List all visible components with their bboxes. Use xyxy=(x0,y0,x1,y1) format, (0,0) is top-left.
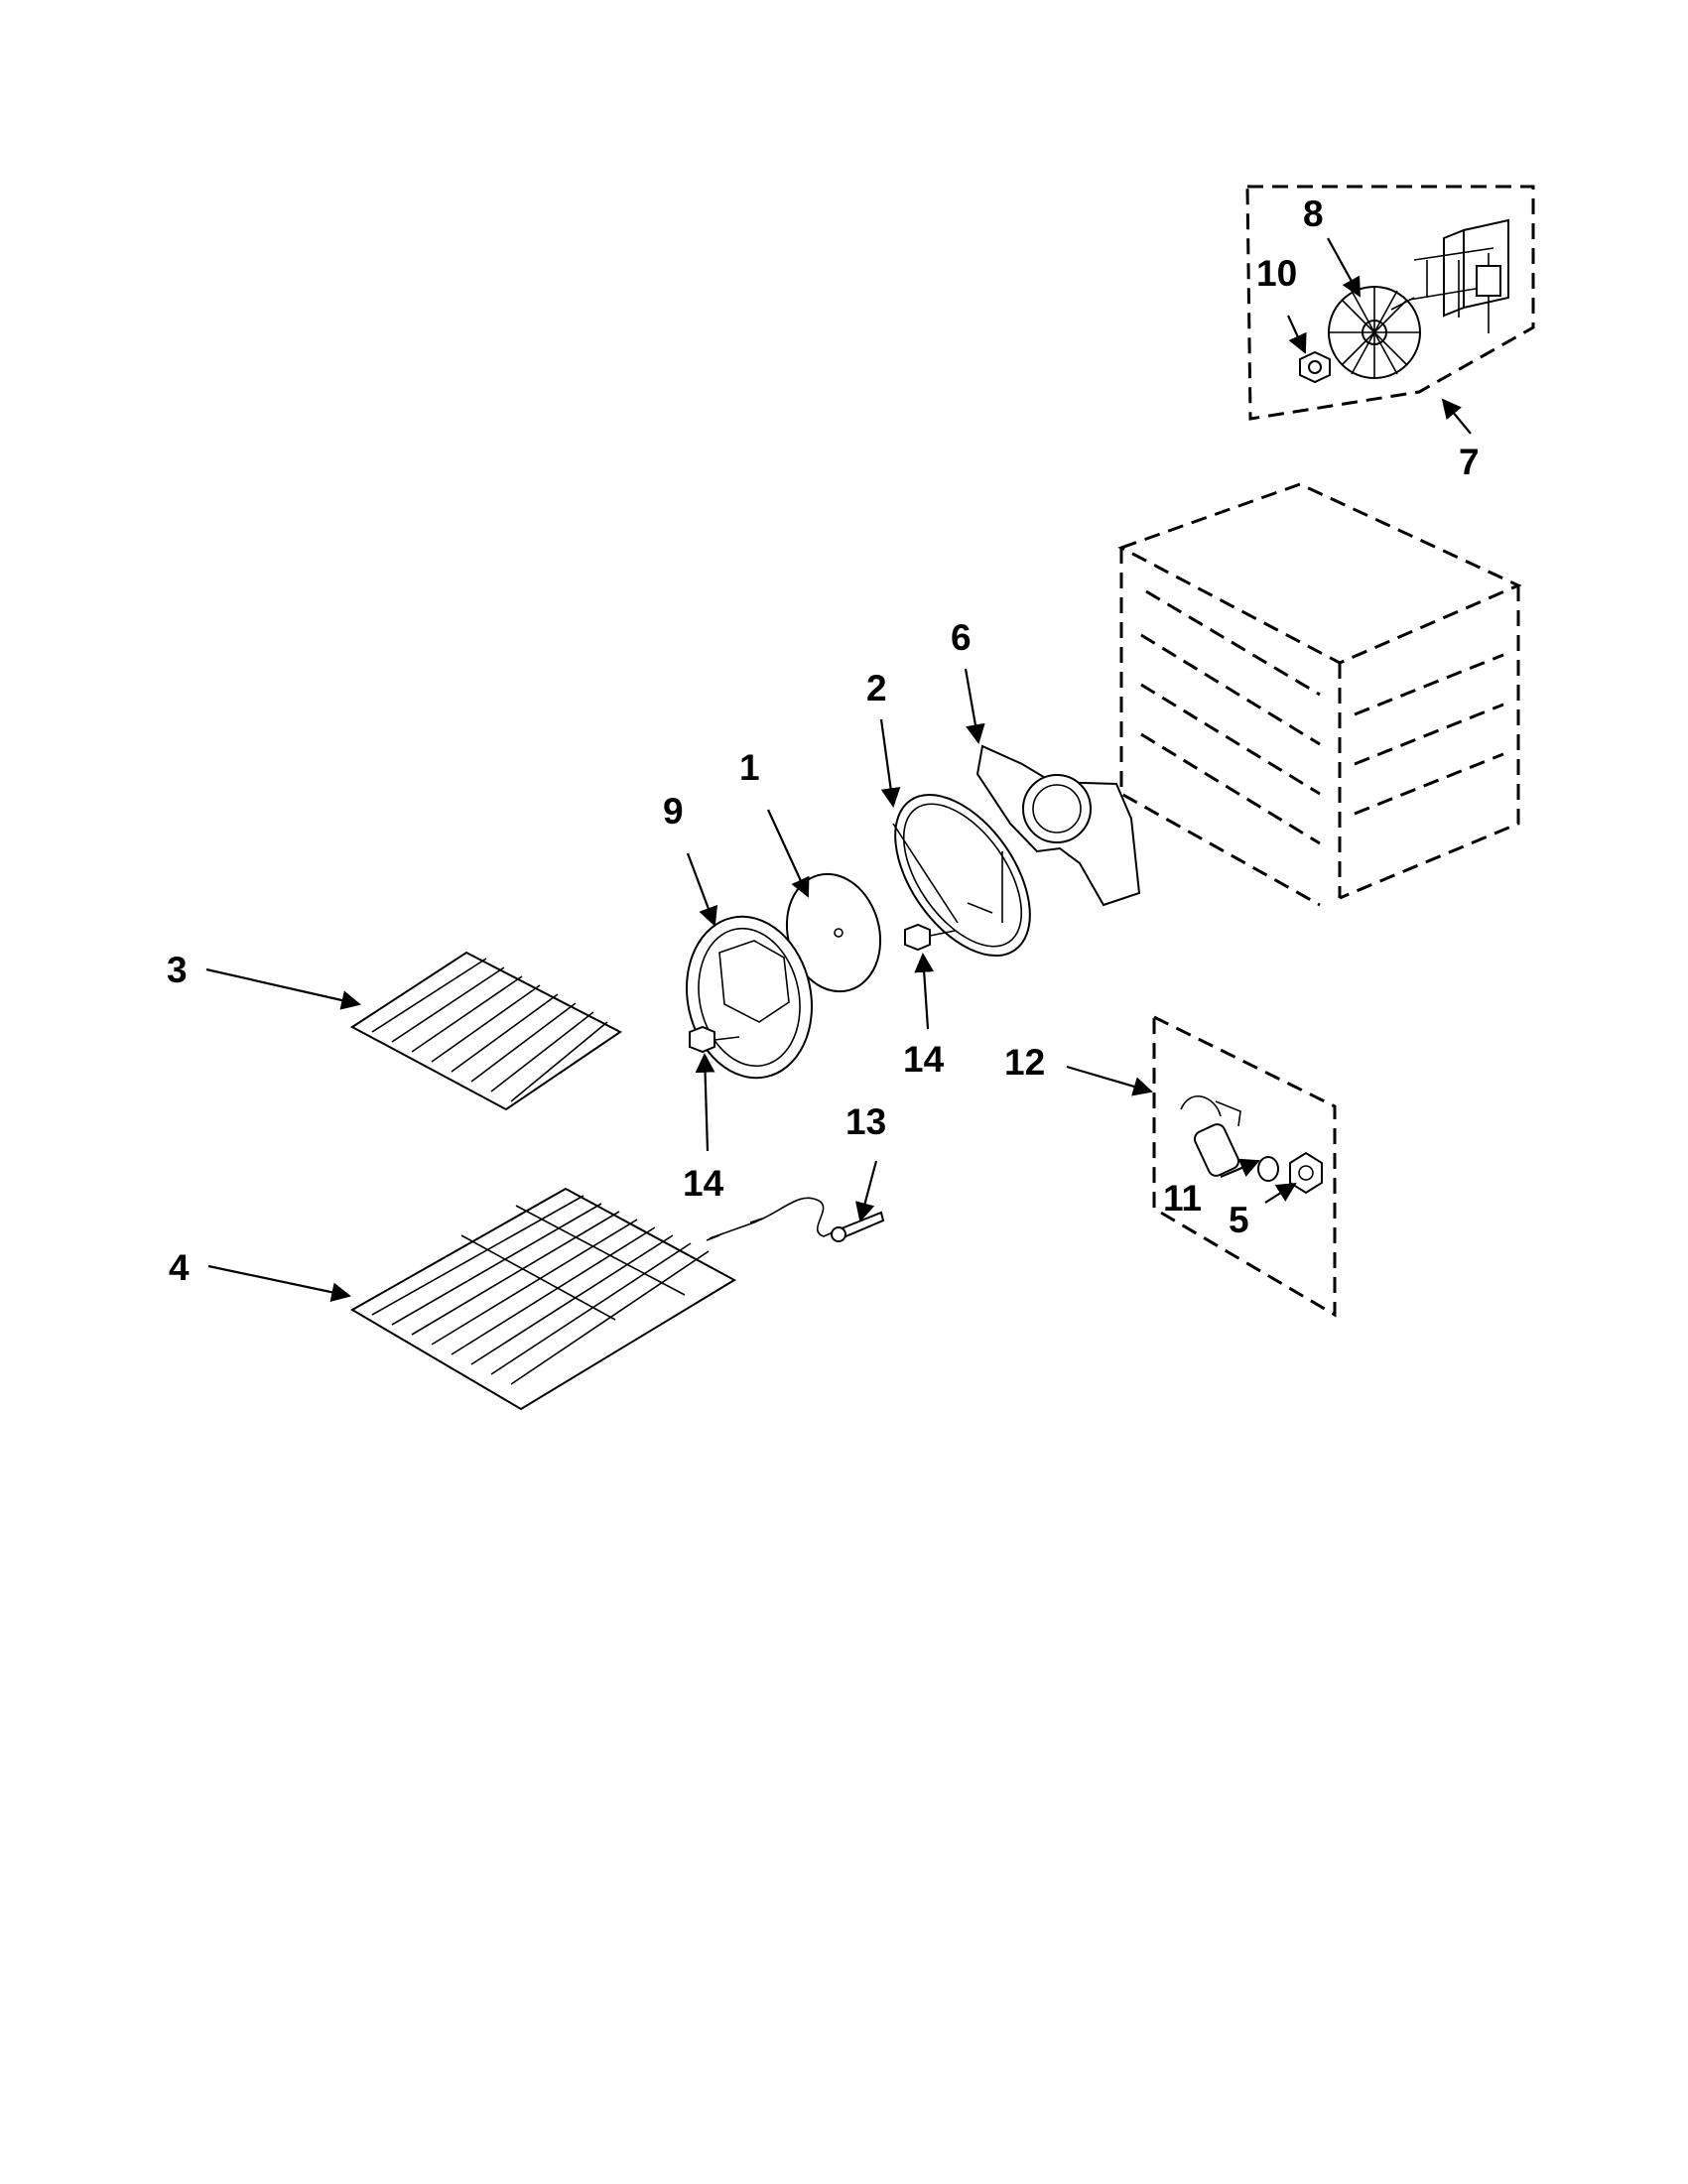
callout-12: 12 xyxy=(1004,1042,1045,1083)
leader-7 xyxy=(1441,398,1472,435)
meat-probe xyxy=(706,1197,885,1242)
leader-6 xyxy=(964,668,985,744)
leader-1 xyxy=(767,809,810,898)
callout-7: 7 xyxy=(1459,442,1480,482)
leader-2 xyxy=(879,718,901,808)
leader-13 xyxy=(855,1160,878,1222)
fan-blade xyxy=(1328,286,1421,379)
callout-2: 2 xyxy=(866,668,887,708)
light-gasket xyxy=(1257,1156,1279,1182)
convection-element xyxy=(975,744,1141,907)
callout-5: 5 xyxy=(1229,1200,1249,1240)
callout-13: 13 xyxy=(845,1101,886,1142)
leader-8 xyxy=(1327,237,1361,298)
leader-14b xyxy=(914,953,935,1030)
light-socket xyxy=(1180,1095,1241,1177)
screw-center xyxy=(904,923,956,952)
callout-3: 3 xyxy=(167,950,188,990)
leader-14a xyxy=(695,1053,715,1152)
oven-cavity xyxy=(1117,482,1522,907)
extension-rack xyxy=(350,1187,737,1411)
callout-14-left: 14 xyxy=(683,1163,724,1204)
callout-11: 11 xyxy=(1163,1178,1202,1219)
leader-9 xyxy=(686,852,718,927)
light-lens xyxy=(1289,1151,1323,1195)
callout-14-center: 14 xyxy=(903,1039,945,1080)
leader-lines xyxy=(205,237,1472,1303)
fan-motor xyxy=(1390,218,1509,333)
fan-nut xyxy=(1299,350,1331,384)
oven-rack xyxy=(350,951,622,1111)
fan-motor-assembly xyxy=(1245,185,1535,421)
callout-9: 9 xyxy=(663,791,684,832)
baffle-disc xyxy=(785,872,882,993)
callout-4: 4 xyxy=(169,1247,190,1288)
callout-8: 8 xyxy=(1303,193,1324,234)
leader-3 xyxy=(205,967,361,1010)
light-assembly xyxy=(1152,1014,1337,1318)
callout-labels: 1 2 3 4 5 6 7 8 9 10 11 12 13 14 14 xyxy=(167,193,1480,1288)
rear-cover xyxy=(686,915,813,1080)
leader-10 xyxy=(1287,315,1307,354)
leader-5 xyxy=(1264,1182,1297,1204)
leader-11 xyxy=(1220,1158,1260,1179)
callout-6: 6 xyxy=(951,617,972,658)
element-ring xyxy=(892,793,1031,958)
callout-1: 1 xyxy=(739,747,760,788)
leader-12 xyxy=(1066,1065,1153,1096)
screw-left xyxy=(689,1025,740,1054)
callout-10: 10 xyxy=(1256,253,1297,294)
leader-4 xyxy=(207,1264,351,1303)
